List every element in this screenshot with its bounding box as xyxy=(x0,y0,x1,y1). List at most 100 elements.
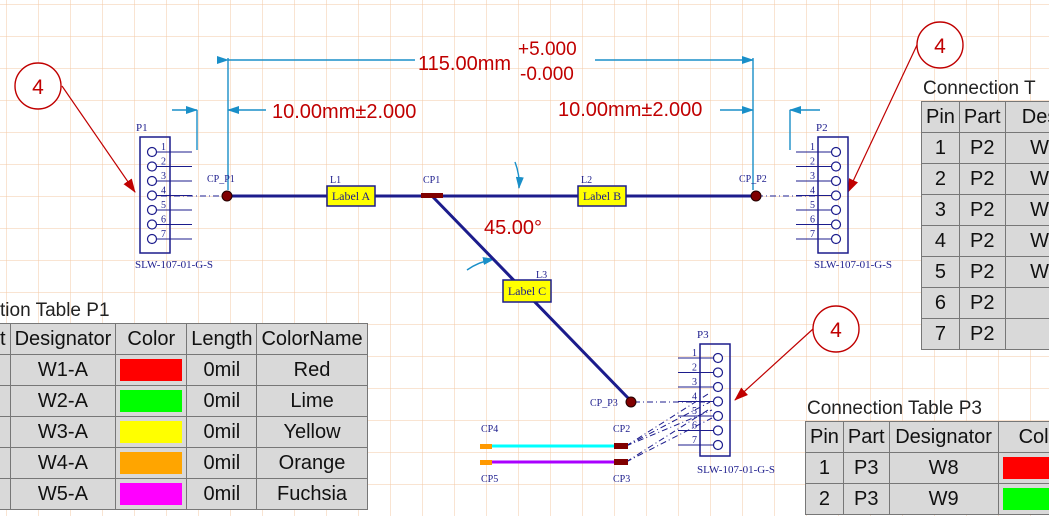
connector-pin[interactable] xyxy=(712,425,724,436)
part-cell xyxy=(0,478,11,510)
connector-pin[interactable] xyxy=(146,233,158,245)
table-header: Pin xyxy=(921,101,960,133)
table-header: ColorName xyxy=(256,323,368,355)
wire-label-c: Label C L3 xyxy=(502,270,552,303)
part-cell: P2 xyxy=(958,256,1006,288)
connector-pin[interactable] xyxy=(712,410,724,422)
cp3-label: CP3 xyxy=(613,474,630,485)
connector-pin[interactable] xyxy=(830,190,842,201)
svg-text:4: 4 xyxy=(934,35,946,58)
angle-dim: 45.00° xyxy=(484,217,542,239)
table-header: Length xyxy=(186,323,258,355)
cp-p1-label: CP_P1 xyxy=(207,174,235,185)
connector-pin[interactable] xyxy=(712,396,724,407)
connector-pin[interactable] xyxy=(830,161,842,172)
designator-cell: W4-A xyxy=(9,447,117,479)
connector-pin[interactable] xyxy=(146,146,158,158)
designator-cell: W5-A xyxy=(9,478,117,510)
table-header: Des xyxy=(1004,101,1049,133)
connector-pin[interactable] xyxy=(146,161,158,172)
connection-point-cp-p2 xyxy=(750,190,762,202)
part-cell xyxy=(0,447,11,479)
connector-pin[interactable] xyxy=(830,204,842,216)
part-cell: P2 xyxy=(958,132,1006,164)
part-cell: P3 xyxy=(842,452,890,484)
designator-cell: W3-A xyxy=(9,416,117,448)
color-cell xyxy=(115,478,188,510)
svg-text:L2: L2 xyxy=(581,175,592,186)
connector-pin[interactable] xyxy=(712,439,724,451)
designator-cell: W xyxy=(1004,225,1049,257)
overall-length-dim: 115.00mm xyxy=(418,53,511,75)
overall-tol-minus: -0.000 xyxy=(520,64,574,85)
connector-pin[interactable] xyxy=(712,352,724,364)
table-header: Col xyxy=(997,421,1049,453)
connector-p3-part: SLW-107-01-G-S xyxy=(697,464,775,476)
connector-pin-number: 4 xyxy=(810,186,815,197)
color-cell xyxy=(115,447,188,479)
table-p3-title: Connection Table P3 xyxy=(807,398,982,419)
callout-balloon-p3: 4 xyxy=(734,305,860,401)
svg-text:Label A: Label A xyxy=(332,189,371,203)
color-cell xyxy=(115,354,188,386)
connector-pin[interactable] xyxy=(830,175,842,187)
svg-text:4: 4 xyxy=(830,319,842,342)
left-end-dim: 10.00mm±2.000 xyxy=(272,101,416,123)
connector-pin-number: 6 xyxy=(810,215,815,226)
connector-pin-number: 2 xyxy=(810,157,815,168)
cp5-label: CP5 xyxy=(481,474,498,485)
part-cell: P2 xyxy=(958,163,1006,195)
color-swatch xyxy=(120,421,183,444)
connector-pin[interactable] xyxy=(146,190,158,201)
designator-cell: W xyxy=(1004,256,1049,288)
connector-pin-number: 3 xyxy=(161,171,166,182)
connector-p1-ref: P1 xyxy=(136,122,148,134)
connector-pin-number: 5 xyxy=(810,200,815,211)
designator-cell: W xyxy=(1004,132,1049,164)
connector-pin[interactable] xyxy=(712,381,724,393)
color-cell xyxy=(997,452,1049,484)
color-name-cell: Yellow xyxy=(256,416,368,448)
designator-cell: W2-A xyxy=(9,385,117,417)
color-swatch xyxy=(1002,457,1049,480)
cp-p2-label: CP_P2 xyxy=(739,174,767,185)
connector-pin-number: 3 xyxy=(810,171,815,182)
dimension-lines xyxy=(172,56,820,271)
connector-pin-number: 3 xyxy=(692,377,697,388)
cp-p3-label: CP_P3 xyxy=(590,398,618,409)
connector-pin-number: 4 xyxy=(161,186,166,197)
pin-cell: 2 xyxy=(805,483,844,515)
color-swatch xyxy=(120,452,183,475)
color-name-cell: Orange xyxy=(256,447,368,479)
connector-pin[interactable] xyxy=(830,233,842,245)
color-name-cell: Fuchsia xyxy=(256,478,368,510)
connector-pin[interactable] xyxy=(146,204,158,216)
table-p1-title: tion Table P1 xyxy=(0,300,110,321)
length-cell: 0mil xyxy=(186,354,258,386)
connection-point-cp-p1 xyxy=(221,190,233,202)
connector-pin[interactable] xyxy=(146,175,158,187)
color-swatch xyxy=(1002,488,1049,511)
connector-pin[interactable] xyxy=(830,146,842,158)
pin-cell: 5 xyxy=(921,256,960,288)
connector-pin[interactable] xyxy=(830,219,842,230)
connector-pin[interactable] xyxy=(712,367,724,378)
connector-pin-number: 1 xyxy=(692,348,697,359)
right-end-dim: 10.00mm±2.000 xyxy=(558,99,702,121)
connector-p3-ref: P3 xyxy=(697,329,709,341)
connector-pin[interactable] xyxy=(146,219,158,230)
